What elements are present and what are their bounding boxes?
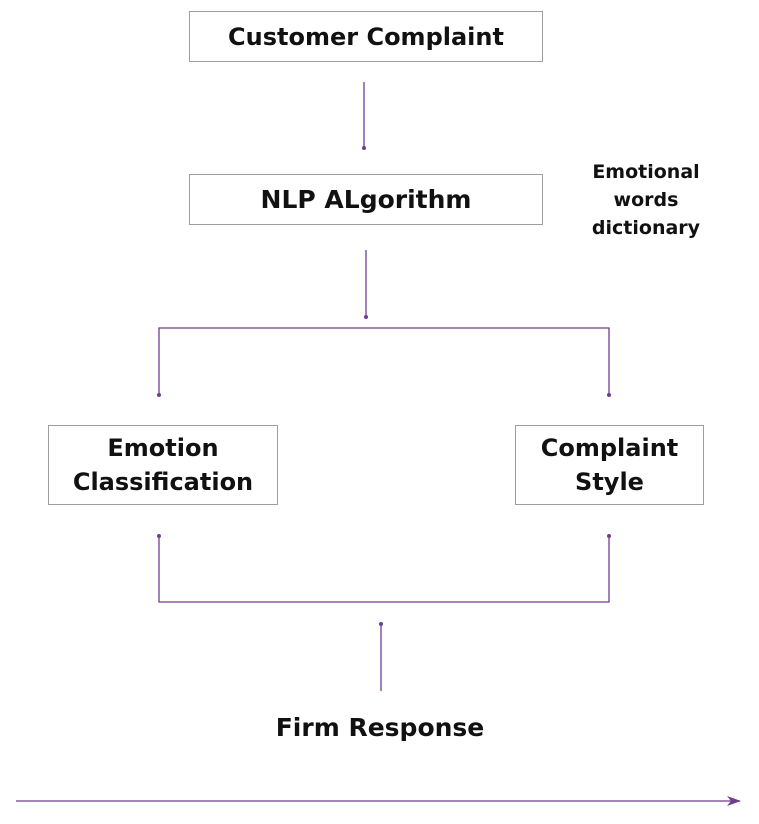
- firm-response-label: Firm Response: [230, 708, 530, 748]
- dictionary-line-3: dictionary: [591, 217, 701, 239]
- dictionary-line-1: Emotional: [592, 161, 700, 183]
- customer-complaint-label: Customer Complaint: [228, 22, 504, 51]
- connector-split-bracket: [158, 327, 610, 395]
- connector-dot: [379, 622, 383, 626]
- connector-dot: [157, 393, 161, 397]
- nlp-algorithm-node: NLP ALgorithm: [189, 174, 543, 225]
- nlp-algorithm-label: NLP ALgorithm: [260, 185, 472, 214]
- emotional-words-dictionary-label: Emotional words dictionary: [573, 158, 719, 242]
- connector-merge-bracket: [158, 536, 610, 603]
- connector-dot: [364, 315, 368, 319]
- dictionary-line-2: words: [613, 189, 679, 211]
- emotion-classification-line-1: Emotion: [107, 434, 219, 462]
- connector-dot: [607, 393, 611, 397]
- complaint-style-line-2: Style: [575, 468, 644, 496]
- connector-dot: [362, 146, 366, 150]
- complaint-style-line-1: Complaint: [540, 434, 679, 462]
- connector-dot: [157, 534, 161, 538]
- connector-dot: [607, 534, 611, 538]
- customer-complaint-node: Customer Complaint: [189, 11, 543, 62]
- emotion-classification-node: Emotion Classification: [48, 425, 278, 505]
- complaint-style-node: Complaint Style: [515, 425, 704, 505]
- emotion-classification-line-2: Classification: [72, 468, 254, 496]
- firm-response-text: Firm Response: [275, 713, 485, 742]
